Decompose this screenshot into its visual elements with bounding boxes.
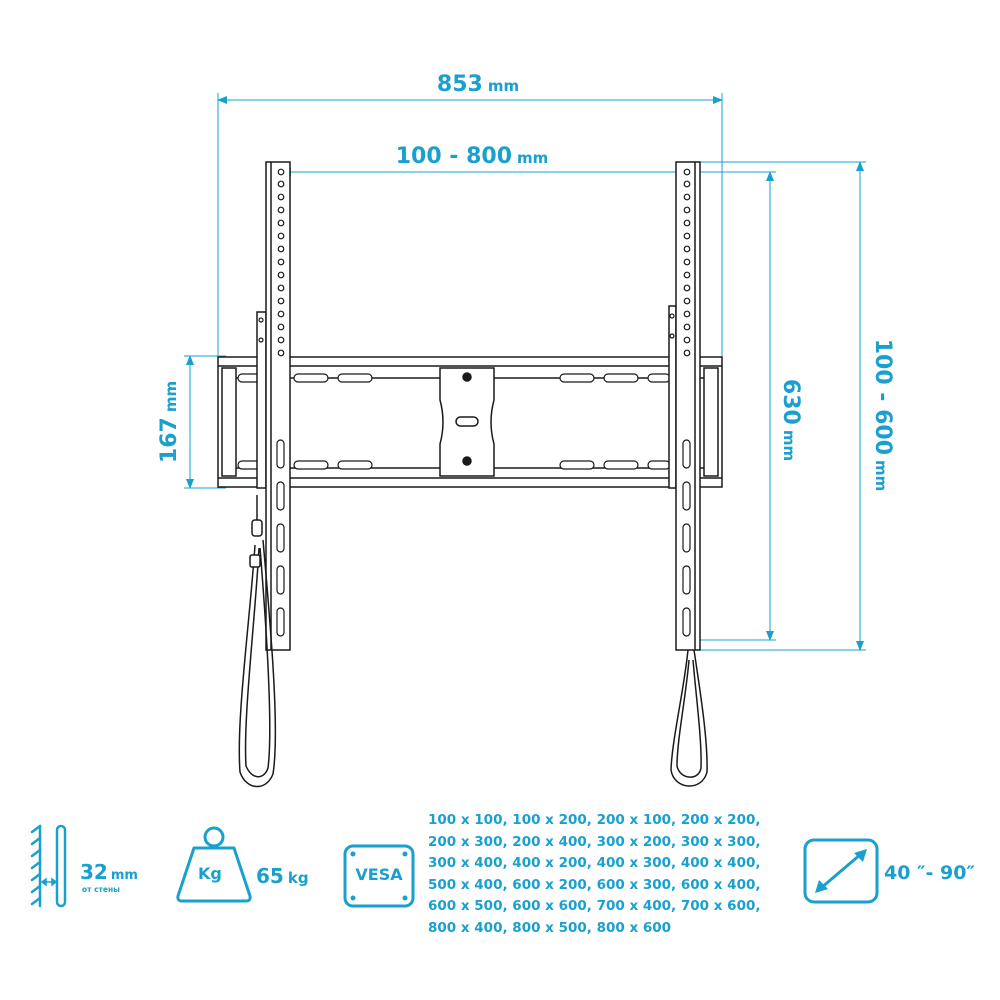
left-release-strap — [238, 495, 277, 788]
dim-vesa-height-label: 100 - 600mm — [870, 339, 895, 492]
center-bracket — [439, 367, 495, 477]
left-arm — [256, 161, 291, 651]
vesa-badge: VESA — [355, 865, 403, 884]
weight-icon — [176, 826, 252, 903]
wall-distance-caption: от стены — [82, 885, 120, 894]
left-arm-holes — [258, 168, 285, 637]
vesa-pattern-line: 100 x 100, 100 x 200, 200 x 100, 200 x 2… — [428, 812, 761, 828]
vesa-icon — [343, 844, 415, 908]
vesa-patterns-list: 100 x 100, 100 x 200, 200 x 100, 200 x 2… — [428, 810, 778, 939]
weight-badge: Kg — [198, 864, 222, 883]
dim-167-label: 167mm — [157, 381, 182, 463]
vesa-pattern-line: 200 x 300, 200 x 400, 300 x 200, 300 x 3… — [428, 833, 761, 850]
vesa-pattern-line: 300 x 400, 400 x 200, 400 x 300, 400 x 4… — [428, 855, 761, 871]
diagonal-value: 40 ″- 90″ — [884, 862, 975, 884]
dimension-lines — [184, 93, 866, 651]
right-release-strap — [670, 649, 708, 787]
vesa-pattern-line: 800 x 400, 800 x 500, 800 x 600 — [428, 919, 672, 936]
right-arm-holes — [669, 168, 691, 637]
vesa-pattern-line: 500 x 400, 600 x 200, 600 x 300, 600 x 4… — [428, 876, 761, 893]
vesa-pattern-line: 600 x 500, 600 x 600, 700 x 400, 700 x 6… — [428, 898, 761, 914]
diagonal-icon — [803, 838, 879, 904]
rail-slots — [237, 373, 671, 470]
dim-630-label: 630mm — [778, 379, 803, 461]
wall-mount-icon — [30, 824, 67, 908]
